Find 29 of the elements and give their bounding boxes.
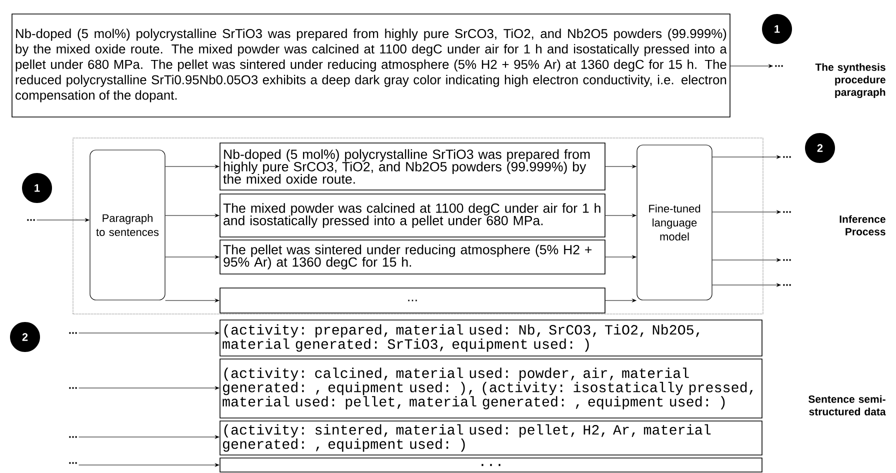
paragraph-box: Nb-doped (5 mol%) polycrystalline SrTiO3 was prepared from highly pure SrCO3, TiO2, and Nb2O5 powders (99.999%) by the mixed oxide route. The mixed powder was calcined at 1100 degC under air for 1 h and isostatically pressed into a pellet under 680 MPa. The pellet was sintered under reducing atmosphere (5% H2 + 95% Ar) at 1360 degC for 15 h. The reduced polycrystalline SrTi0.95Nb0.05O3 exhibits a deep dark gray color indicating high electron conductivity, i.e. electron compensation of the dopant. [12, 14, 730, 118]
process-box: Paragraph to sentences [90, 150, 166, 300]
ellipsis-text: ... [69, 332, 77, 334]
ellipsis-text: ... [69, 436, 77, 438]
sentence-box: Nb-doped (5 mol%) polycrystalline SrTiO3 was prepared from highly pure SrCO3, TiO2, and Nb2O5 powders (99.999%) by the mixed oxide route. [220, 142, 606, 190]
section-label: Inference Process [840, 215, 886, 236]
step-badge: 1 [762, 14, 792, 44]
section-label: Sentence semi-structured data [808, 395, 886, 416]
step-badge: 2 [805, 133, 835, 163]
sentence-box: The pellet was sintered under reducing atmosphere (5% H2 + 95% Ar) at 1360 degC for 15 h. [220, 240, 606, 274]
step-badge: 2 [10, 322, 40, 352]
data-box: (activity: sintered, material used: pellet, H2, Ar, material generated: , equipment used: ) [220, 420, 762, 456]
process-frame [72, 138, 764, 314]
ellipsis-text: ... [69, 387, 77, 389]
ellipsis-text: ... [783, 156, 791, 158]
sentence-box: The mixed powder was calcined at 1100 degC under air for 1 h and isostatically pressed into a pellet under 680 MPa. [220, 194, 606, 238]
step-badge: 1 [22, 173, 52, 203]
section-label: The synthesis procedure paragraph [815, 63, 886, 98]
data-box: ... [220, 458, 762, 472]
sentence-box: ... [220, 288, 606, 314]
ellipsis-text: ... [775, 65, 783, 67]
data-box: (activity: calcined, material used: powder, air, material generated: , equipment used: ), (activity: isostatically pressed, material used: pellet, material generated: , equipment used: ) [220, 358, 762, 418]
ellipsis-text: ... [69, 462, 77, 464]
ellipsis-text: ... [783, 259, 791, 261]
ellipsis-text: ... [783, 284, 791, 286]
ellipsis-text: ... [783, 211, 791, 213]
ellipsis-text: ... [27, 219, 35, 221]
data-box: (activity: prepared, material used: Nb, SrCO3, TiO2, Nb2O5, material generated: SrTiO3, equipment used: ) [220, 320, 762, 356]
process-box: Fine-tuned language model [636, 144, 712, 300]
